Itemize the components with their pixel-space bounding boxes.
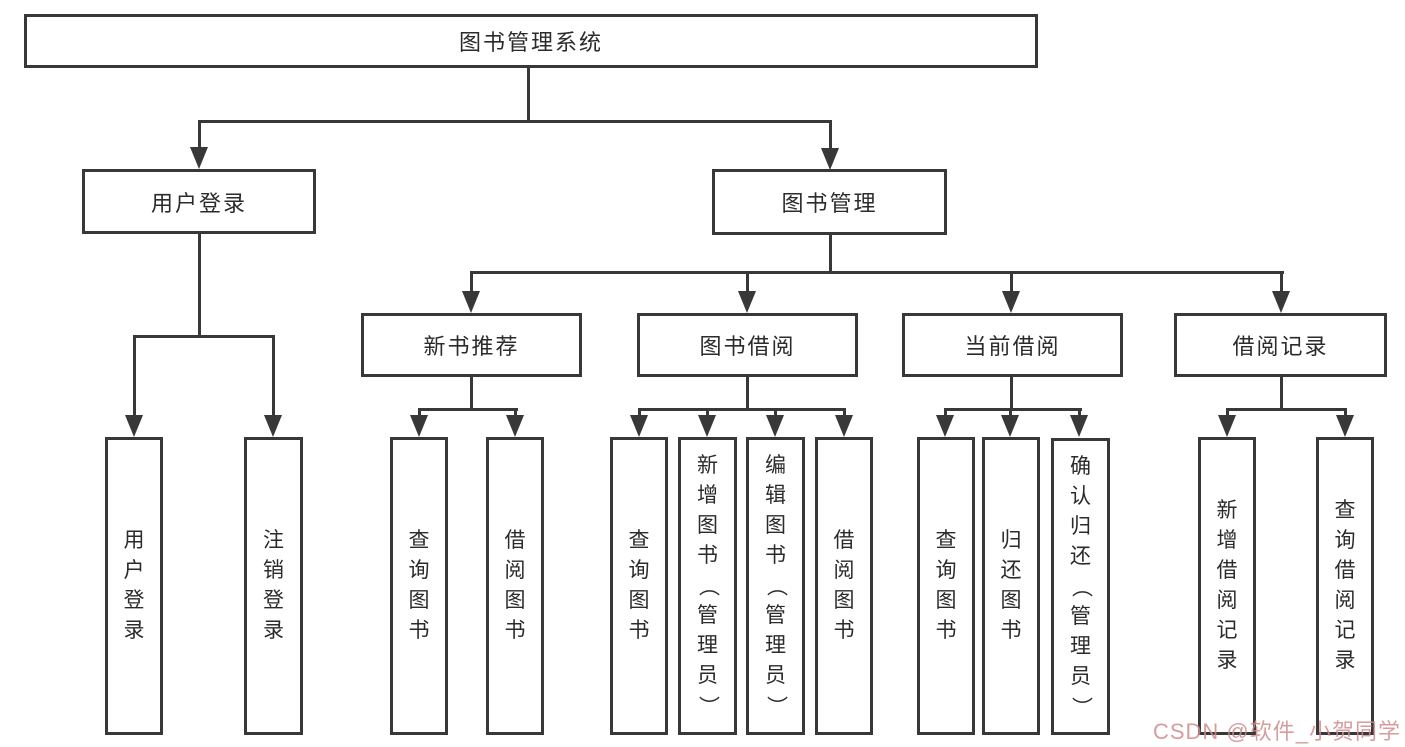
arrow-down-bb-borrow-icon [835,415,853,437]
leaf-br-add-record-label: 新增借阅记录 [1216,499,1238,672]
leaf-bb-edit-books-admin-label: 编辑图书（管理员） [764,454,788,717]
arrow-down-book-borrow-icon [738,291,756,313]
node-user-login-label: 用户登录 [150,190,247,216]
leaf-cb-return-books-label: 归还图书 [1000,529,1022,642]
connector-stem-leaf-login [133,335,136,429]
node-library-system: 图书管理系统 [24,14,1038,68]
arrow-down-br-query-icon [1336,415,1354,437]
arrow-down-leaf-logout-icon [264,415,282,437]
arrow-down-nb-borrow-icon [506,415,524,437]
leaf-logout: 注销登录 [244,437,303,735]
arrow-down-new-book-icon [462,291,480,313]
leaf-br-query-record: 查询借阅记录 [1316,437,1374,735]
leaf-user-login-label: 用户登录 [123,529,145,642]
leaf-bb-borrow-books-label: 借阅图书 [833,529,855,642]
leaf-bb-query-books-label: 查询图书 [628,529,650,642]
connector-stem-user-login [198,120,201,160]
connector-new-book-down [470,377,473,411]
connector-root-stem [527,68,530,121]
connector-user-login-down [198,233,201,337]
node-book-borrow-label: 图书借阅 [699,334,796,359]
leaf-bb-add-books-admin: 新增图书（管理员） [678,437,737,735]
node-borrow-records-label: 借阅记录 [1232,334,1329,359]
node-new-book-recommend: 新书推荐 [361,313,582,377]
node-book-management-label: 图书管理 [781,191,878,216]
connector-stem-current-borrow [1010,271,1013,296]
node-borrow-records: 借阅记录 [1174,313,1387,377]
connector-stem-book-borrow [746,271,749,296]
arrow-down-bb-edit-icon [766,415,784,437]
leaf-cb-query-books-label: 查询图书 [935,529,957,642]
arrow-down-bb-add-icon [698,415,716,437]
leaf-nb-query-books: 查询图书 [390,437,448,735]
connector-book-borrow-down [746,377,749,411]
arrow-down-leaf-login-icon [125,415,143,437]
connector-stem-book-management [829,120,832,160]
connector-current-borrow-down [1010,377,1013,411]
connector-stem-borrow-records [1280,271,1283,296]
node-new-book-recommend-label: 新书推荐 [423,334,520,359]
leaf-bb-borrow-books: 借阅图书 [815,437,873,735]
connector-bar-current-borrow-group [944,408,1082,411]
leaf-cb-confirm-return-admin-label: 确认归还（管理员） [1069,454,1093,718]
node-book-borrow: 图书借阅 [637,313,858,377]
node-book-management: 图书管理 [712,169,947,235]
arrow-down-cb-confirm-icon [1070,415,1088,437]
leaf-cb-confirm-return-admin: 确认归还（管理员） [1051,438,1110,735]
arrow-down-user-login-icon [190,147,208,169]
leaf-br-add-record: 新增借阅记录 [1198,437,1256,735]
leaf-nb-borrow-books: 借阅图书 [486,437,544,735]
connector-bar-new-book-group [418,408,518,411]
arrow-down-current-borrow-icon [1002,291,1020,313]
arrow-down-cb-return-icon [1001,415,1019,437]
connector-root-bar [198,120,831,123]
leaf-bb-edit-books-admin: 编辑图书（管理员） [746,437,805,735]
connector-bar-user-login-group [133,335,275,338]
leaf-cb-query-books: 查询图书 [917,437,975,735]
connector-book-management-down [829,233,832,273]
leaf-br-query-record-label: 查询借阅记录 [1334,499,1356,672]
leaf-user-login: 用户登录 [105,437,163,735]
node-current-borrow: 当前借阅 [902,313,1123,377]
leaf-bb-query-books: 查询图书 [610,437,668,735]
connector-bar-borrow-records-group [1226,408,1346,411]
connector-bar-level3 [470,271,1284,274]
arrow-down-bb-query-icon [630,415,648,437]
leaf-cb-return-books: 归还图书 [982,437,1040,735]
node-user-login: 用户登录 [82,169,316,234]
arrow-down-borrow-records-icon [1272,291,1290,313]
arrow-down-br-add-icon [1218,415,1236,437]
connector-bar-book-borrow-group [638,408,846,411]
arrow-down-nb-query-icon [410,415,428,437]
connector-borrow-records-down [1280,377,1283,411]
node-library-system-label: 图书管理系统 [458,30,603,55]
arrow-down-book-management-icon [821,148,839,170]
node-current-borrow-label: 当前借阅 [964,334,1061,359]
leaf-bb-add-books-admin-label: 新增图书（管理员） [696,454,720,717]
leaf-nb-borrow-books-label: 借阅图书 [504,529,526,642]
connector-stem-leaf-logout [272,335,275,429]
arrow-down-cb-query-icon [936,415,954,437]
leaf-logout-label: 注销登录 [263,529,284,642]
leaf-nb-query-books-label: 查询图书 [408,529,430,642]
watermark: CSDN @软件_小贺同学 [1152,719,1401,744]
connector-stem-new-book [470,271,473,296]
